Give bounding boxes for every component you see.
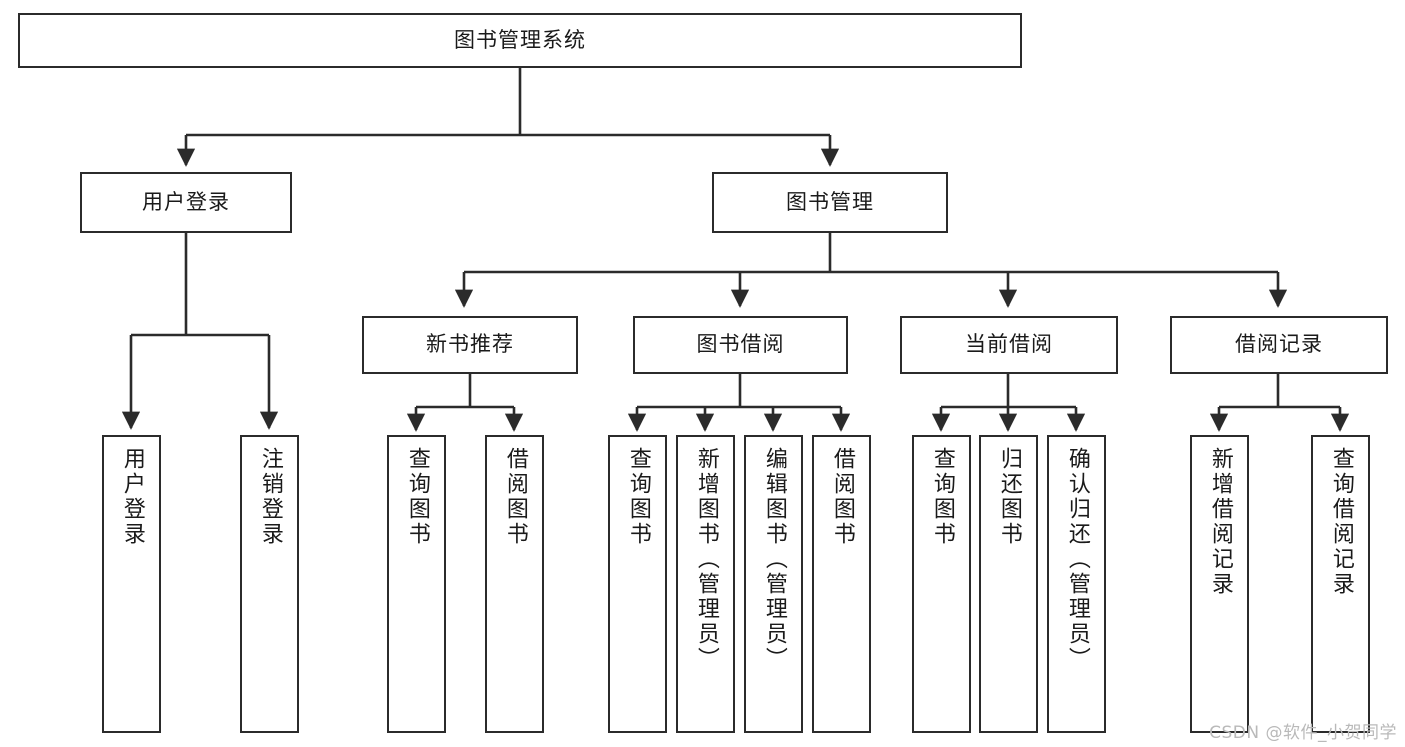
- node-borrow-record[interactable]: 借阅记录: [1170, 316, 1388, 374]
- node-leaf-user-login[interactable]: 用户登录: [102, 435, 161, 733]
- node-leaf-confirm-return[interactable]: 确认归还（管理员）: [1047, 435, 1106, 733]
- node-leaf-edit-book-label: 编辑图书（管理员）: [761, 447, 787, 672]
- node-leaf-add-record[interactable]: 新增借阅记录: [1190, 435, 1249, 733]
- node-book-management[interactable]: 图书管理: [712, 172, 948, 233]
- node-leaf-borrow-book-2-label: 借阅图书: [829, 447, 855, 547]
- node-leaf-add-book-label: 新增图书（管理员）: [693, 447, 719, 672]
- node-leaf-logout-login[interactable]: 注销登录: [240, 435, 299, 733]
- node-book-borrow[interactable]: 图书借阅: [633, 316, 848, 374]
- node-leaf-return-book-label: 归还图书: [996, 447, 1022, 547]
- node-leaf-add-record-label: 新增借阅记录: [1207, 447, 1233, 597]
- node-leaf-confirm-return-label: 确认归还（管理员）: [1064, 447, 1090, 672]
- node-user-login[interactable]: 用户登录: [80, 172, 292, 233]
- node-leaf-borrow-book-1[interactable]: 借阅图书: [485, 435, 544, 733]
- node-leaf-query-book-3[interactable]: 查询图书: [912, 435, 971, 733]
- node-borrow-record-label: 借阅记录: [1235, 332, 1323, 357]
- node-leaf-query-book-1-label: 查询图书: [404, 447, 430, 547]
- node-leaf-query-book-2-label: 查询图书: [625, 447, 651, 547]
- node-leaf-logout-login-label: 注销登录: [257, 447, 283, 547]
- node-leaf-return-book[interactable]: 归还图书: [979, 435, 1038, 733]
- node-new-book-recommend-label: 新书推荐: [426, 332, 514, 357]
- node-current-borrow-label: 当前借阅: [965, 332, 1053, 357]
- node-leaf-query-book-3-label: 查询图书: [929, 447, 955, 547]
- node-root[interactable]: 图书管理系统: [18, 13, 1022, 68]
- node-root-label: 图书管理系统: [454, 27, 586, 52]
- node-current-borrow[interactable]: 当前借阅: [900, 316, 1118, 374]
- node-user-login-label: 用户登录: [142, 189, 230, 214]
- node-book-borrow-label: 图书借阅: [696, 332, 785, 357]
- node-new-book-recommend[interactable]: 新书推荐: [362, 316, 578, 374]
- node-leaf-query-book-2[interactable]: 查询图书: [608, 435, 667, 733]
- node-leaf-borrow-book-1-label: 借阅图书: [502, 447, 528, 547]
- node-book-management-label: 图书管理: [786, 189, 874, 214]
- node-leaf-add-book[interactable]: 新增图书（管理员）: [676, 435, 735, 733]
- node-leaf-edit-book[interactable]: 编辑图书（管理员）: [744, 435, 803, 733]
- node-leaf-query-record-label: 查询借阅记录: [1328, 447, 1354, 597]
- node-leaf-user-login-label: 用户登录: [119, 447, 145, 547]
- node-leaf-query-record[interactable]: 查询借阅记录: [1311, 435, 1370, 733]
- node-leaf-borrow-book-2[interactable]: 借阅图书: [812, 435, 871, 733]
- node-leaf-query-book-1[interactable]: 查询图书: [387, 435, 446, 733]
